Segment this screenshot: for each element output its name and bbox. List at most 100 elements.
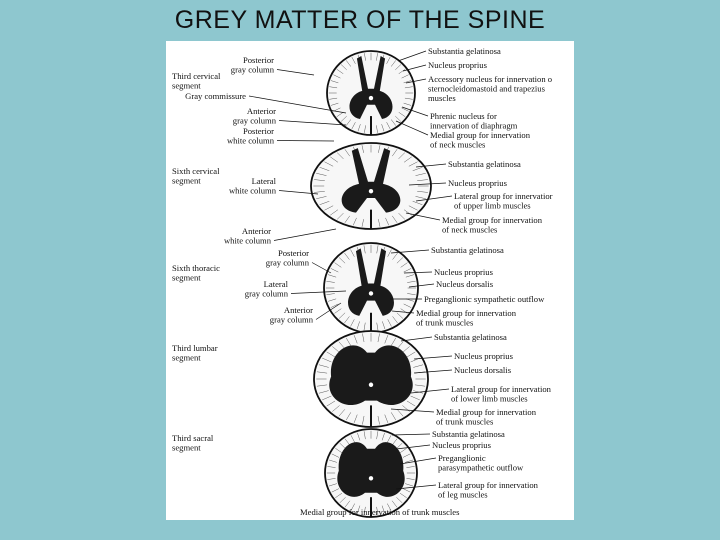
leader-line [402,64,427,72]
white-matter-hatch [403,268,412,273]
white-matter-hatch [339,442,346,449]
white-matter-hatch [316,384,328,387]
white-matter-hatch [385,217,390,226]
leader-line [278,120,347,126]
right-label-line: of lower limb muscles [451,394,528,404]
white-matter-hatch [363,245,366,254]
white-matter-hatch [387,503,392,511]
white-matter-hatch [376,506,379,515]
leader-line [397,50,427,62]
white-matter-hatch [338,257,346,264]
leader-line [410,388,450,394]
white-matter-hatch [324,161,334,167]
white-matter-hatch [363,431,366,440]
leader-line [395,484,437,490]
white-matter-hatch [339,497,346,504]
right-label: Preganglionic sympathetic outflow [424,294,545,304]
white-matter-hatch [331,488,340,493]
white-matter-hatch [398,212,406,220]
white-matter-hatch [408,161,418,167]
left-label-line: Posterior [278,248,309,258]
right-label-line: Nucleus proprius [454,351,514,361]
white-matter-hatch [417,190,428,193]
leader-line [273,228,337,241]
cord-section-3 [323,242,419,334]
white-matter-hatch [318,390,329,394]
white-matter-hatch [398,152,406,160]
white-matter-hatch [338,409,346,417]
right-label: Substantia gelatinosa [432,429,505,439]
left-label-line: Anterior [284,305,313,315]
right-label-line: Nucleus dorsalis [454,365,512,375]
right-label-line: parasympathetic outflow [438,463,524,473]
segment-name-2-line: segment [172,176,201,186]
white-matter-hatch [351,122,356,130]
white-matter-hatch [386,56,391,64]
white-matter-hatch [344,316,350,324]
white-matter-hatch [357,505,361,514]
white-matter-hatch [412,167,423,172]
white-matter-hatch [331,453,340,458]
central-canal [368,188,374,194]
white-matter-hatch [340,115,347,122]
white-matter-hatch [391,438,398,446]
left-label-line: gray column [231,65,275,75]
white-matter-hatch [407,280,416,283]
white-matter-hatch [386,122,391,130]
segment-name-3-line: Sixth thoracic [172,263,220,273]
white-matter-hatch [376,125,378,133]
right-label: Nucleus proprius [432,440,492,450]
white-matter-hatch [357,124,361,132]
white-matter-hatch [387,319,392,327]
leader-line [391,310,415,314]
right-label-line: muscles [428,93,456,103]
white-matter-hatch [396,497,403,504]
white-matter-hatch [362,333,365,343]
white-matter-hatch [399,447,407,454]
left-label-line: Gray commissure [185,91,246,101]
white-matter-hatch [405,483,414,487]
white-matter-hatch [376,431,379,440]
right-label-line: Nucleus proprius [428,60,488,70]
gray-matter [349,56,393,120]
white-matter-hatch [345,119,352,126]
cord-section-4 [313,330,429,428]
white-matter-hatch [402,453,411,458]
white-matter-hatch [382,321,386,330]
leader-line [415,195,453,202]
segment-name-2-line: Sixth cervical [172,166,220,176]
leader-line [276,69,315,76]
left-label-line: Lateral [264,279,289,289]
white-matter-hatch [401,74,409,79]
white-matter-hatch [417,179,428,182]
white-matter-hatch [408,205,418,211]
gray-matter [337,442,405,497]
white-matter-hatch [344,438,351,446]
cord-section-5 [324,428,418,518]
white-matter-hatch [324,205,334,211]
white-matter-hatch [329,97,338,100]
white-matter-hatch [406,400,416,407]
segment-name-4-line: Third lumbar [172,343,218,353]
right-label: Nucleus proprius [454,351,514,361]
white-matter-hatch [322,357,332,363]
leader-line [415,163,447,168]
white-matter-hatch [378,219,381,227]
right-label-line: Medial group for innervation [430,130,531,140]
white-matter-hatch [326,280,335,283]
white-matter-hatch [381,432,385,441]
slide-title: GREY MATTER OF THE SPINE [174,6,546,34]
cord-section-2 [310,142,432,230]
white-matter-hatch [363,322,366,331]
white-matter-hatch [403,303,412,308]
right-label-line: Substantia gelatinosa [431,245,504,255]
leader-line [395,444,431,450]
white-matter-hatch [413,364,424,368]
